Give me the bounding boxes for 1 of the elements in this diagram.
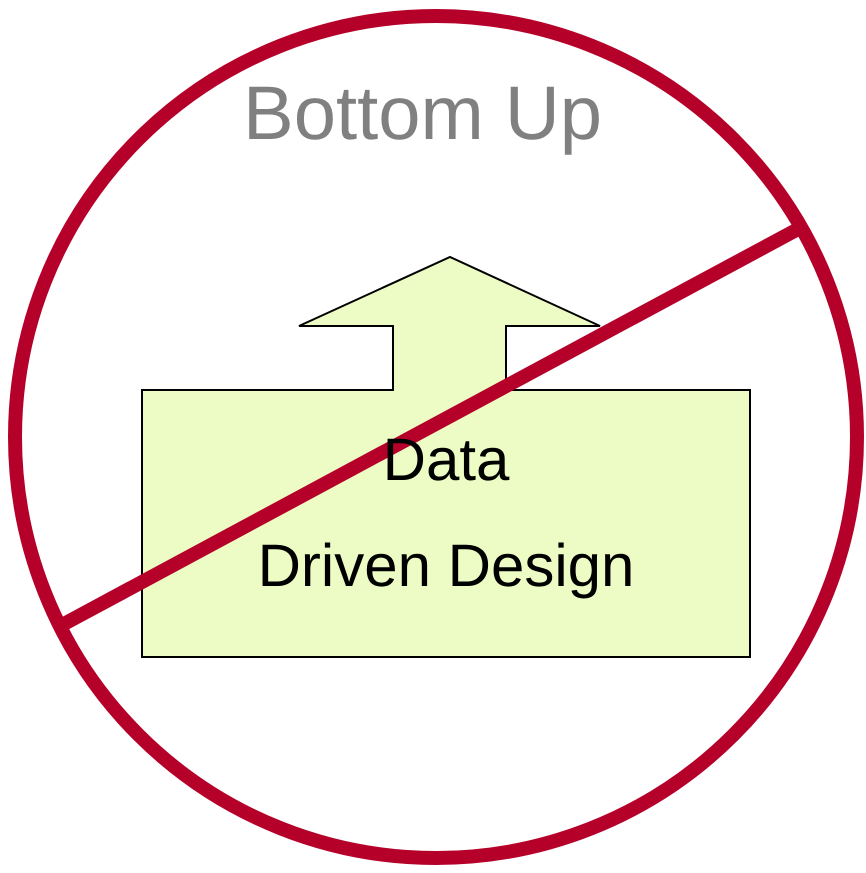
box-text: Data Driven Design (258, 426, 634, 599)
